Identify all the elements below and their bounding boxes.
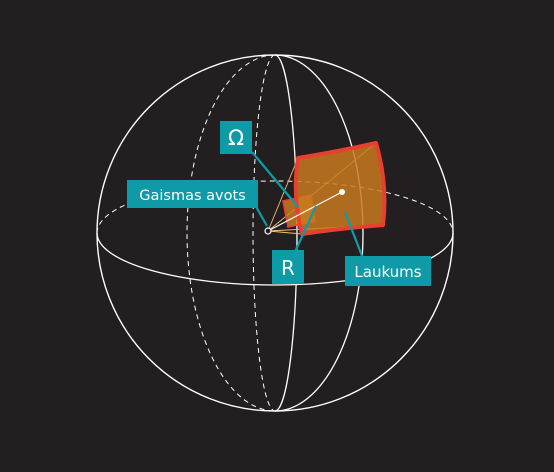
meridian-front-right <box>274 54 364 412</box>
meridian-front-center <box>274 54 298 412</box>
radius-label: R <box>272 250 304 284</box>
area-patch <box>293 141 387 236</box>
patch-center-dot <box>339 189 345 195</box>
radius-line <box>267 191 343 232</box>
light-source-label: Gaismas avots <box>127 180 258 208</box>
radius-label-text: R <box>281 256 295 280</box>
light-source-label-text: Gaismas avots <box>139 188 245 204</box>
radius-leader <box>293 205 317 255</box>
meridian-back-center <box>252 54 276 412</box>
sphere-outline <box>96 54 454 412</box>
equator-front <box>96 232 454 286</box>
light-source-point <box>264 227 272 235</box>
area-leader <box>343 211 366 262</box>
omega-leader <box>251 151 299 208</box>
area-label: Laukums <box>345 256 431 286</box>
omega-label-text: Ω <box>228 126 244 150</box>
area-label-text: Laukums <box>354 263 421 281</box>
meridian-back-left <box>186 54 276 412</box>
omega-label: Ω <box>220 121 252 154</box>
equator-back <box>96 180 454 234</box>
